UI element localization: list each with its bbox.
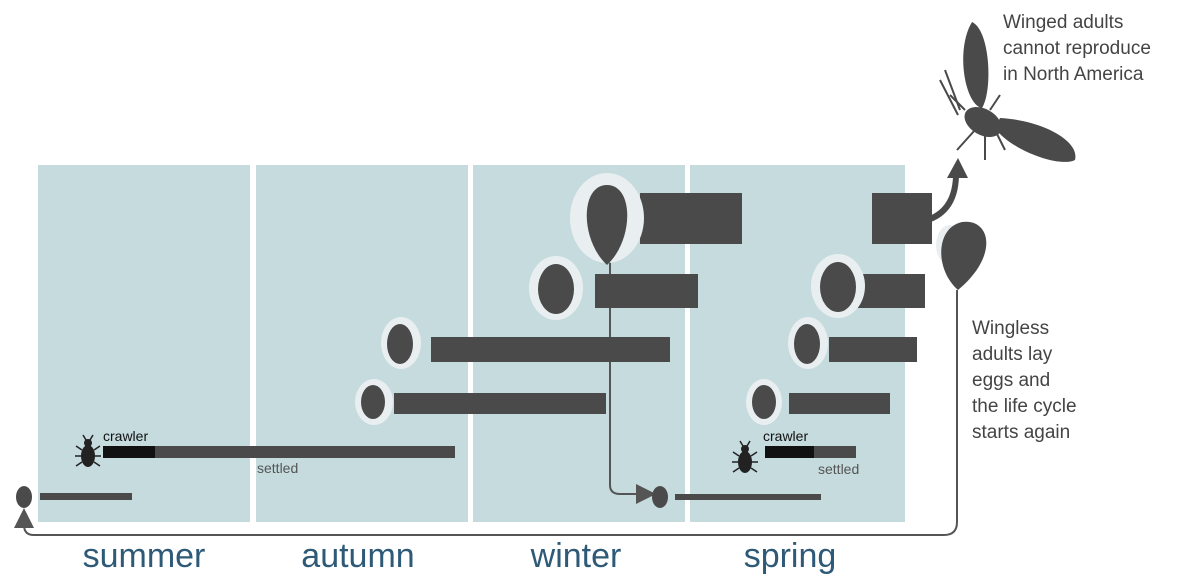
scale-insect-icon: [355, 379, 393, 425]
season-label-winter: winter: [530, 537, 622, 575]
stage3-bar: [431, 337, 670, 362]
crawler-label: crawler: [763, 428, 808, 444]
scale-insect-icon: [570, 173, 644, 265]
scale-insect-icon: [381, 317, 421, 369]
egg-bar-winter: [675, 494, 821, 500]
egg-icon: [652, 486, 668, 508]
stage3-bar-spring: [829, 337, 917, 362]
svg-text:starts again: starts again: [972, 422, 1070, 443]
egg-icon: [16, 486, 32, 508]
winged-arrowhead: [947, 158, 968, 178]
crawler-bug-icon: [732, 440, 758, 473]
scale-insect-icon: [529, 256, 583, 320]
settled-bar-summer: [155, 446, 455, 458]
stage4-bar-winter: [595, 274, 698, 308]
winged-adult-icon: [939, 22, 1076, 162]
settled-bar-spring: [814, 446, 856, 458]
summer-panel: [38, 165, 250, 522]
scale-insect-icon: [811, 254, 865, 318]
season-label-autumn: autumn: [301, 537, 414, 575]
season-label-spring: spring: [744, 537, 837, 575]
winged-note: Winged adults cannot reproduce in North …: [1003, 12, 1151, 85]
crawler-bar-summer: [103, 446, 155, 458]
svg-text:the life cycle: the life cycle: [972, 396, 1077, 417]
settled-label: settled: [818, 461, 859, 477]
stage2-bar: [394, 393, 606, 414]
season-label-summer: summer: [83, 537, 206, 575]
svg-text:adults lay: adults lay: [972, 344, 1053, 365]
stage2-bar-spring: [789, 393, 890, 414]
cycle-return-arrow: [14, 290, 958, 536]
crawler-label: crawler: [103, 428, 148, 444]
stage5-bar-spring: [872, 193, 932, 244]
winter-egg-arrow: [609, 252, 656, 504]
stage-bars: [40, 193, 932, 500]
settled-label: settled: [257, 460, 298, 476]
svg-text:cannot reproduce: cannot reproduce: [1003, 38, 1151, 59]
wingless-adult-icon: [936, 221, 987, 290]
svg-text:in North America: in North America: [1003, 64, 1144, 85]
stage5-bar-winter: [640, 193, 742, 244]
svg-text:Wingless: Wingless: [972, 318, 1049, 339]
scale-insect-icon: [746, 379, 782, 425]
svg-text:Winged adults: Winged adults: [1003, 12, 1123, 33]
crawler-bug-icon: [75, 434, 101, 467]
svg-text:eggs and: eggs and: [972, 370, 1050, 391]
scale-insect-icon: [788, 317, 828, 369]
wingless-note: Wingless adults lay eggs and the life cy…: [972, 318, 1077, 443]
stage4-bar-spring: [858, 274, 925, 308]
crawler-bar-spring: [765, 446, 814, 458]
egg-bar-summer: [40, 493, 132, 500]
